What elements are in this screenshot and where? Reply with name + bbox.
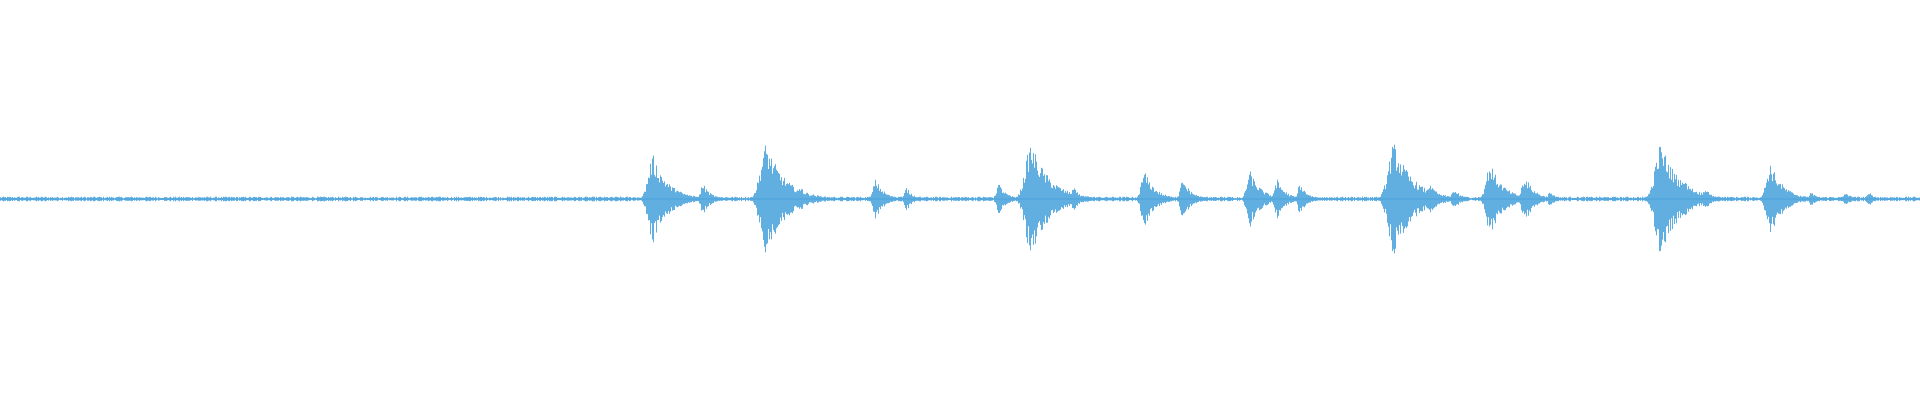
waveform-path: [0, 144, 1920, 254]
